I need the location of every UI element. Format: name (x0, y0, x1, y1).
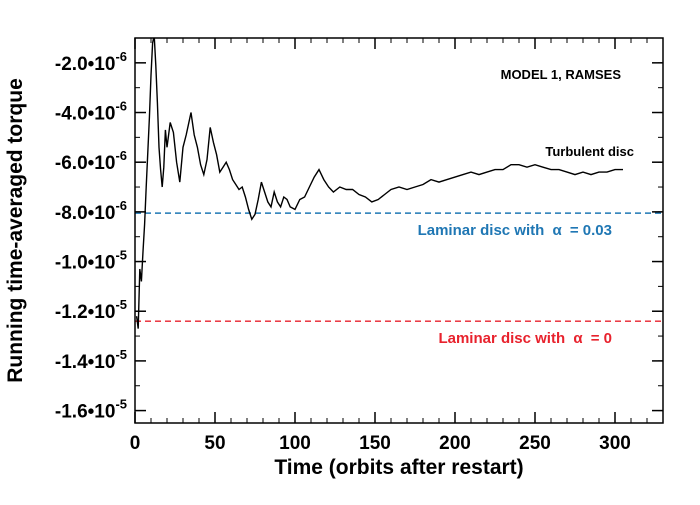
y-tick-label: -6.0•10-6 (55, 148, 127, 174)
x-tick-label: 150 (359, 433, 391, 454)
y-tick-label: -2.0•10-6 (55, 49, 127, 75)
y-tick-label: -1.6•10-5 (55, 397, 127, 423)
alpha-symbol: α (573, 330, 583, 347)
model-label: MODEL 1, RAMSES (501, 67, 622, 82)
series-layer (135, 38, 623, 329)
y-tick-mantissa: -1.4•10 (55, 352, 116, 373)
plot-frame (134, 37, 664, 424)
turbulent-disc-line (135, 38, 623, 329)
y-tick-exponent: -5 (115, 347, 127, 362)
reference-lines (135, 212, 663, 322)
x-axis-title: Time (orbits after restart) (274, 456, 523, 479)
x-tick-label: 50 (204, 433, 225, 454)
y-tick-exponent: -5 (115, 397, 127, 412)
reference-label-value: = 0.03 (570, 222, 612, 239)
y-tick-label: -4.0•10-6 (55, 99, 127, 125)
y-tick-mantissa: -8.0•10 (55, 203, 116, 224)
y-tick-exponent: -6 (115, 198, 127, 213)
reference-label-alpha-0: Laminar disc with α = 0 (438, 330, 612, 347)
reference-label-alpha-003: Laminar disc with α = 0.03 (418, 222, 612, 239)
y-tick-mantissa: -1.2•10 (55, 302, 116, 323)
y-tick-exponent: -6 (115, 99, 127, 114)
y-tick-exponent: -6 (115, 148, 127, 163)
reference-label-text: Laminar disc with (438, 330, 565, 347)
x-axis-ticks: 0 50 100 150 200 250 300 (130, 38, 648, 454)
x-tick-label: 300 (599, 433, 631, 454)
y-tick-mantissa: -6.0•10 (55, 153, 116, 174)
y-tick-mantissa: -1.0•10 (55, 253, 116, 274)
y-tick-label: -1.4•10-5 (55, 347, 127, 373)
reference-label-value: = 0 (591, 330, 612, 347)
alpha-symbol: α (552, 222, 562, 239)
y-tick-exponent: -5 (115, 248, 127, 263)
y-tick-label: -8.0•10-6 (55, 198, 127, 224)
y-tick-mantissa: -2.0•10 (55, 54, 116, 75)
y-tick-mantissa: -1.6•10 (55, 402, 116, 423)
y-tick-exponent: -5 (115, 297, 127, 312)
y-tick-exponent: -6 (115, 49, 127, 64)
x-tick-label: 0 (130, 433, 141, 454)
x-tick-label: 250 (519, 433, 551, 454)
x-tick-label: 200 (439, 433, 471, 454)
x-tick-label: 100 (279, 433, 311, 454)
y-tick-mantissa: -4.0•10 (55, 104, 116, 125)
series-label: Turbulent disc (545, 144, 634, 159)
y-tick-label: -1.2•10-5 (55, 297, 127, 323)
y-axis-title: Running time-averaged torque (4, 78, 27, 383)
reference-label-text: Laminar disc with (418, 222, 545, 239)
y-axis-ticks: -2.0•10-6-4.0•10-6-6.0•10-6-8.0•10-6-1.0… (55, 37, 663, 423)
y-tick-label: -1.0•10-5 (55, 248, 127, 274)
